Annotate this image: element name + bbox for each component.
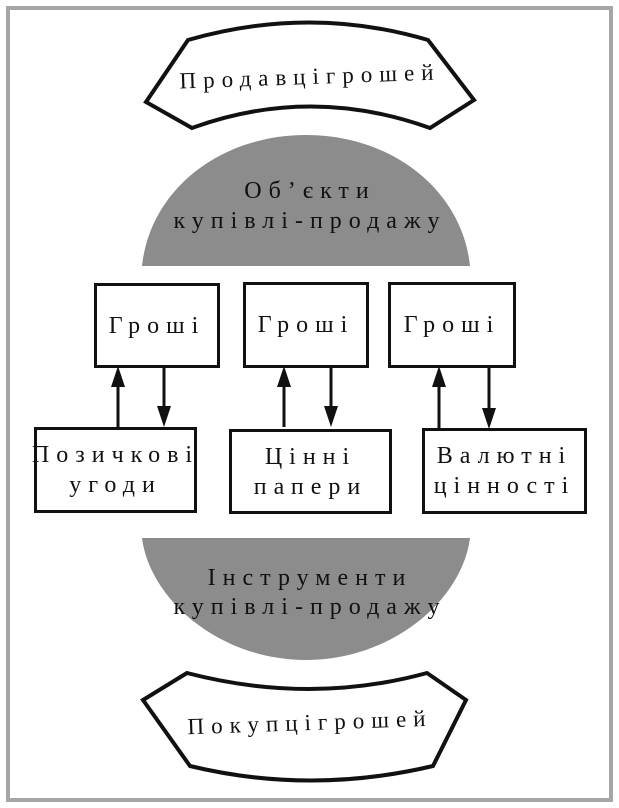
instruments-ellipse (142, 538, 470, 660)
currency-values-box: Валютні цінності (422, 428, 587, 514)
money-box-1-label: Гроші (108, 312, 206, 339)
currency-values-line2: цінності (433, 473, 576, 499)
arrow-up-2 (277, 366, 291, 427)
securities-line1: Цінні (264, 443, 357, 470)
sellers-banner-shape (143, 20, 477, 131)
objects-ellipse (142, 135, 470, 266)
loan-agreements-line1: Позичкові (31, 442, 200, 468)
currency-values-line1: Валютні (436, 443, 573, 469)
arrow-up-1 (111, 366, 125, 427)
instruments-title-line1: Інструменти (207, 565, 413, 591)
loan-agreements-line2: угоди (69, 472, 162, 498)
money-box-3: Гроші (388, 282, 516, 368)
objects-title-line2: купівлі-продажу (173, 208, 447, 234)
objects-title-line1: Об’єкти (244, 178, 376, 204)
money-box-1: Гроші (94, 283, 220, 368)
arrow-down-2 (324, 367, 338, 427)
money-box-2-label: Гроші (257, 312, 355, 338)
arrow-up-3 (432, 366, 446, 428)
arrow-down-3 (482, 368, 496, 429)
money-box-2: Гроші (243, 282, 369, 368)
buyers-banner-shape (140, 670, 469, 783)
securities-line2: папери (253, 473, 368, 500)
money-box-3-label: Гроші (403, 312, 501, 338)
arrow-down-1 (157, 367, 171, 427)
loan-agreements-box: Позичкові угоди (31, 427, 200, 513)
instruments-title-line2: купівлі-продажу (173, 594, 447, 620)
securities-box: Цінні папери (229, 429, 392, 514)
